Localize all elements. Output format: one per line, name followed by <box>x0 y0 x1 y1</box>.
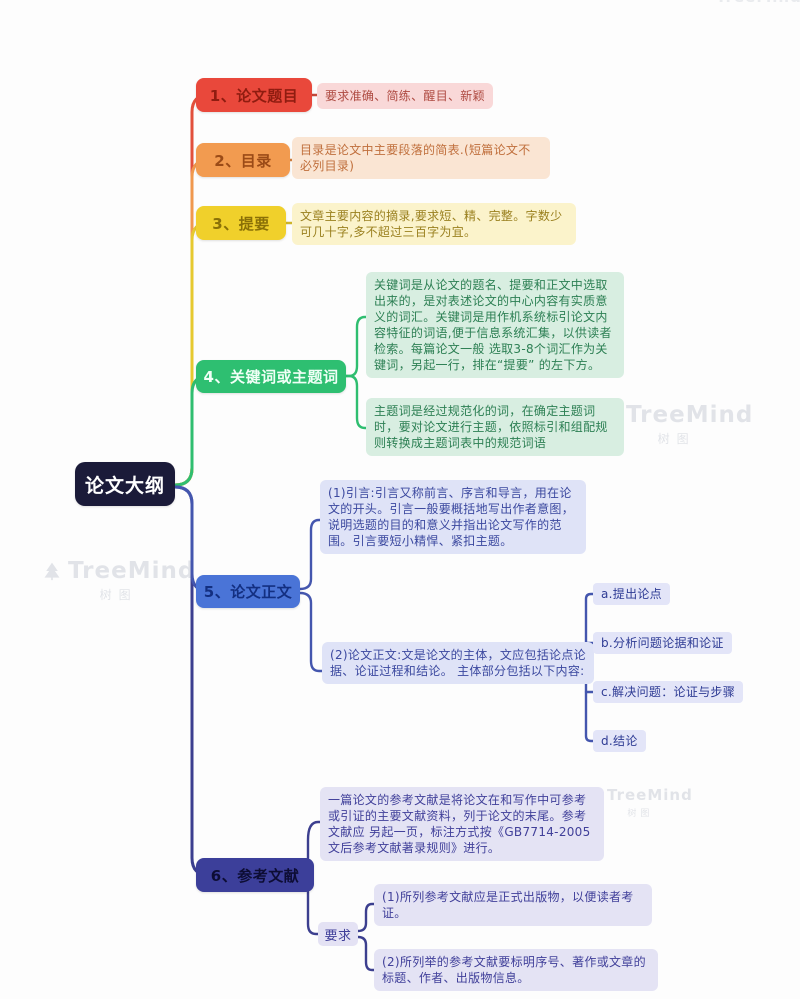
requirement-line <box>306 890 321 936</box>
subtopic-c[interactable]: c.解决问题：论证与步骤 <box>593 681 744 704</box>
subtopic-d[interactable]: d.结论 <box>593 730 646 753</box>
subitem-line-d <box>584 664 595 743</box>
topic-4-note-2[interactable]: 主题词是经过规范化的词，在确定主题词时，要对论文进行主题，依照标引和组配规则转换… <box>366 398 624 457</box>
requirement-line-1 <box>356 902 376 933</box>
requirement-line-2 <box>356 935 376 972</box>
topic-5-note-1[interactable]: (1)引言:引言又称前言、序言和导言，用在论文的开头。引言一般要概括地写出作者意… <box>320 480 586 555</box>
requirement-node[interactable]: 要求 <box>318 922 358 946</box>
topic-4-note-1[interactable]: 关键词是从论文的题名、提要和正文中选取出来的，是对表述论文的中心内容有实质意义的… <box>366 272 624 379</box>
note-line-6 <box>306 820 323 860</box>
topic-6-note[interactable]: 一篇论文的参考文献是将论文在和写作中可参考或引证的主要文献资料，列于论文的末尾。… <box>320 787 604 862</box>
requirement-item-2[interactable]: (2)所列举的参考文献要标明序号、著作或文章的标题、作者、出版物信息。 <box>374 949 658 992</box>
topic-5-note-2[interactable]: (2)论文正文:文是论文的主体，文应包括论点论据、论证过程和结论。 主体部分包括… <box>322 642 594 685</box>
central-topic[interactable]: 论文大纲 <box>75 462 175 506</box>
branch-line-3 <box>173 221 216 487</box>
branch-line-6 <box>173 485 216 877</box>
topic-2-note[interactable]: 目录是论文中主要段落的简表.(短篇论文不必列目录) <box>292 137 550 180</box>
note-line-4a <box>344 315 369 378</box>
subtopic-a[interactable]: a.提出论点 <box>593 583 670 606</box>
subtopic-b[interactable]: b.分析问题论据和论证 <box>593 632 732 655</box>
topic-5[interactable]: 5、论文正文 <box>196 575 300 608</box>
requirement-item-1[interactable]: (1)所列参考文献应是正式出版物，以便读者考证。 <box>374 884 652 927</box>
topic-3-note[interactable]: 文章主要内容的摘录,要求短、精、完整。字数少可几十字,多不超过三百字为宜。 <box>292 203 576 246</box>
topic-2[interactable]: 2、目录 <box>196 143 290 177</box>
topic-1-note[interactable]: 要求准确、简练、醒目、新颖 <box>317 83 493 110</box>
topic-3[interactable]: 3、提要 <box>196 206 286 240</box>
topic-6[interactable]: 6、参考文献 <box>196 858 314 892</box>
note-line-5b <box>298 591 325 673</box>
topic-1[interactable]: 1、论文题目 <box>196 78 312 112</box>
note-line-5a <box>298 518 323 591</box>
topic-4[interactable]: 4、关键词或主题词 <box>196 360 346 393</box>
note-line-4b <box>344 374 369 430</box>
